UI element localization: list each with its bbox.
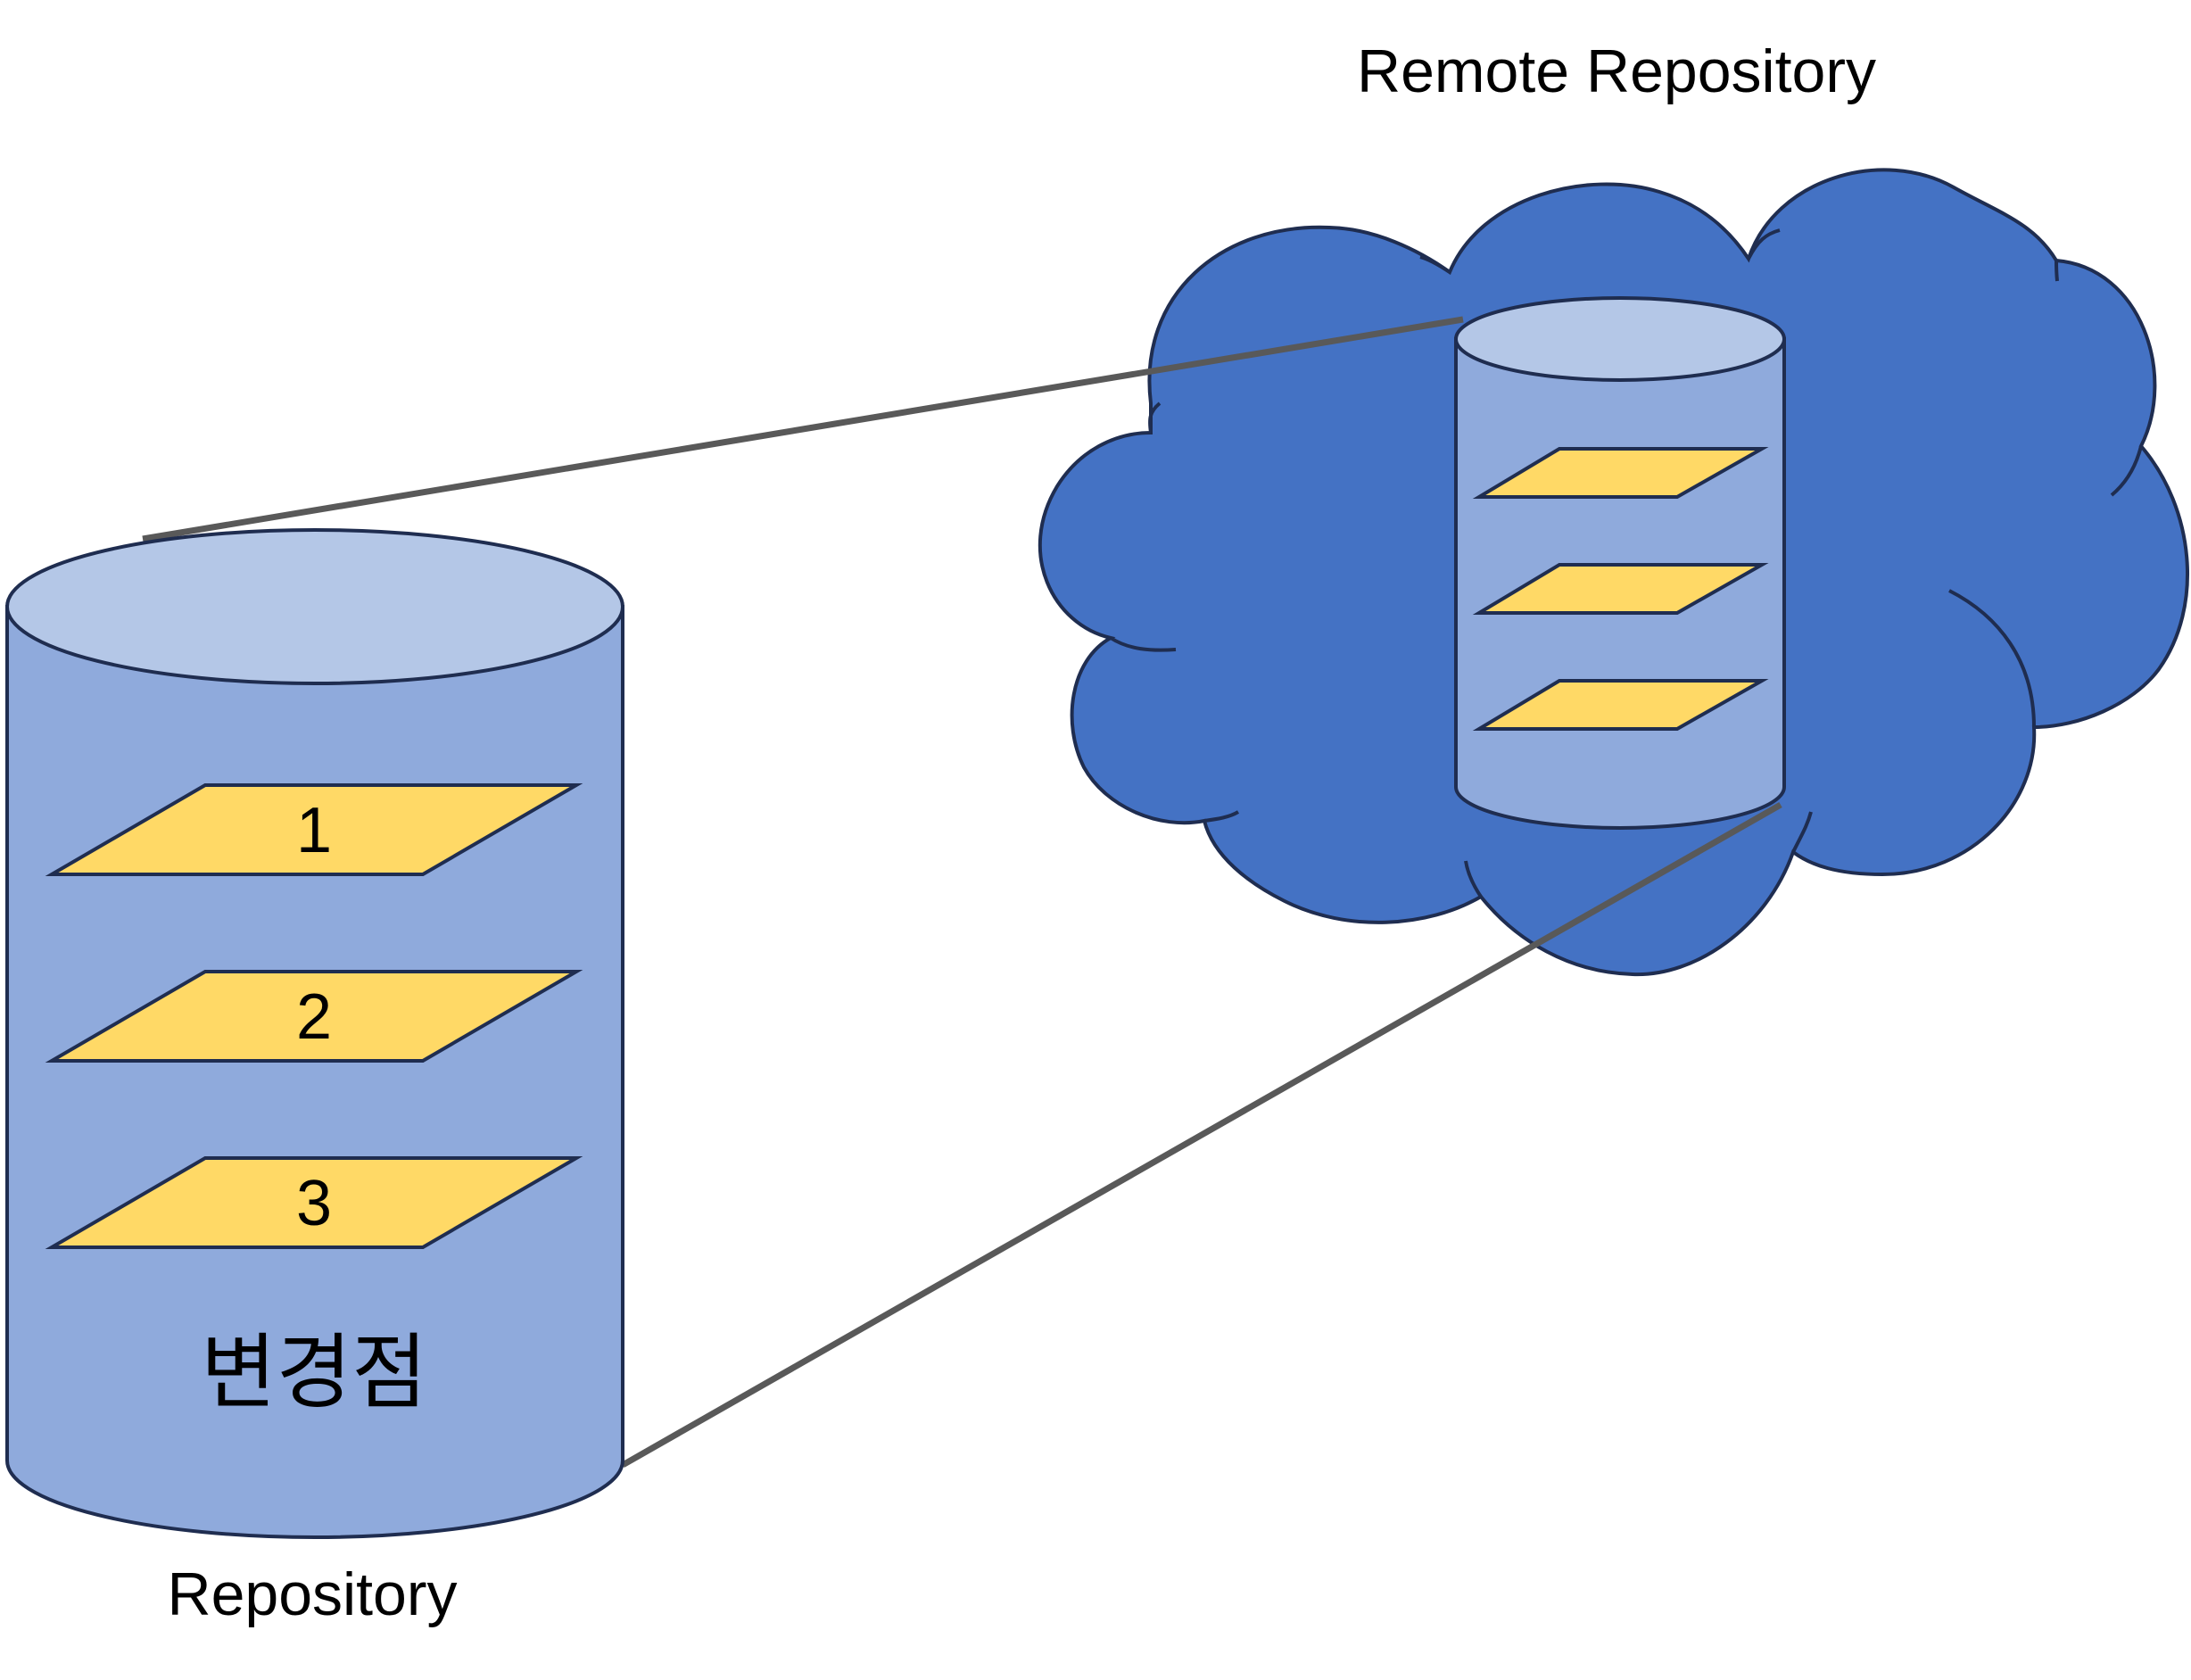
remote-commit-1 <box>1472 447 1769 499</box>
commit-3-label: 3 <box>296 1168 332 1239</box>
commit-2-label: 2 <box>296 981 332 1053</box>
commit-1: 1 <box>45 783 583 876</box>
commit-2: 2 <box>45 970 583 1063</box>
remote-repository-cylinder <box>1454 296 1786 830</box>
remote-repository-title: Remote Repository <box>1357 37 1876 105</box>
commit-3: 3 <box>45 1156 583 1249</box>
local-repository-title: Repository <box>167 1560 457 1628</box>
remote-commit-3 <box>1472 679 1769 731</box>
remote-commit-2 <box>1472 563 1769 615</box>
connector-line-bottom <box>621 801 1782 1469</box>
connector-line-top <box>142 316 1464 542</box>
local-repository-cylinder: 1 2 3 변경점 <box>5 528 624 1539</box>
commit-1-label: 1 <box>296 795 332 866</box>
changes-label: 변경점 <box>201 1328 427 1419</box>
